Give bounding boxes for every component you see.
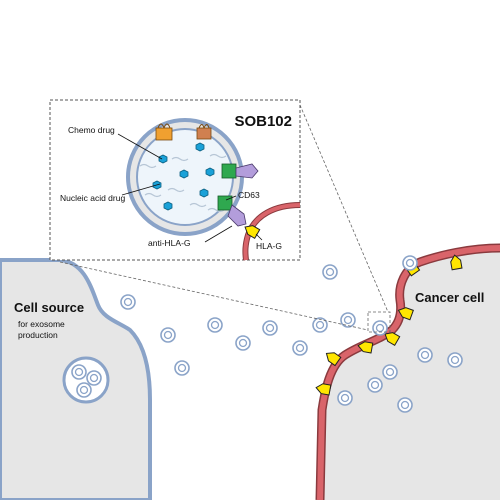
label-nucleic-acid-drug: Nucleic acid drug [60, 193, 125, 203]
chemo-drug-particles [152, 142, 215, 211]
cell-source [0, 258, 152, 500]
nucleic-acid-strands [139, 153, 227, 213]
label-cell-source-sub2: production [18, 330, 58, 340]
label-cd63: CD63 [238, 190, 260, 200]
tetraspanin-orange [155, 123, 212, 141]
label-cell-source-sub1: for exosome [18, 319, 65, 329]
label-anti-hla-g: anti-HLA-G [148, 238, 191, 248]
inset-box: SOB102 [49, 99, 301, 261]
label-cell-source: Cell source [14, 300, 84, 315]
zoom-guides [59, 104, 391, 333]
label-hla-g: HLA-G [256, 241, 282, 251]
cd63-protein [217, 163, 237, 211]
cancer-cell [314, 243, 500, 500]
multivesicular-body [62, 356, 110, 404]
inset-cancer-membrane [242, 202, 301, 261]
antibody-purple [227, 163, 259, 227]
label-chemo-drug: Chemo drug [68, 125, 115, 135]
label-cancer-cell: Cancer cell [415, 290, 484, 305]
leader-lines [117, 133, 263, 243]
exosome-large [126, 118, 259, 236]
inset-title: SOB102 [234, 113, 292, 130]
